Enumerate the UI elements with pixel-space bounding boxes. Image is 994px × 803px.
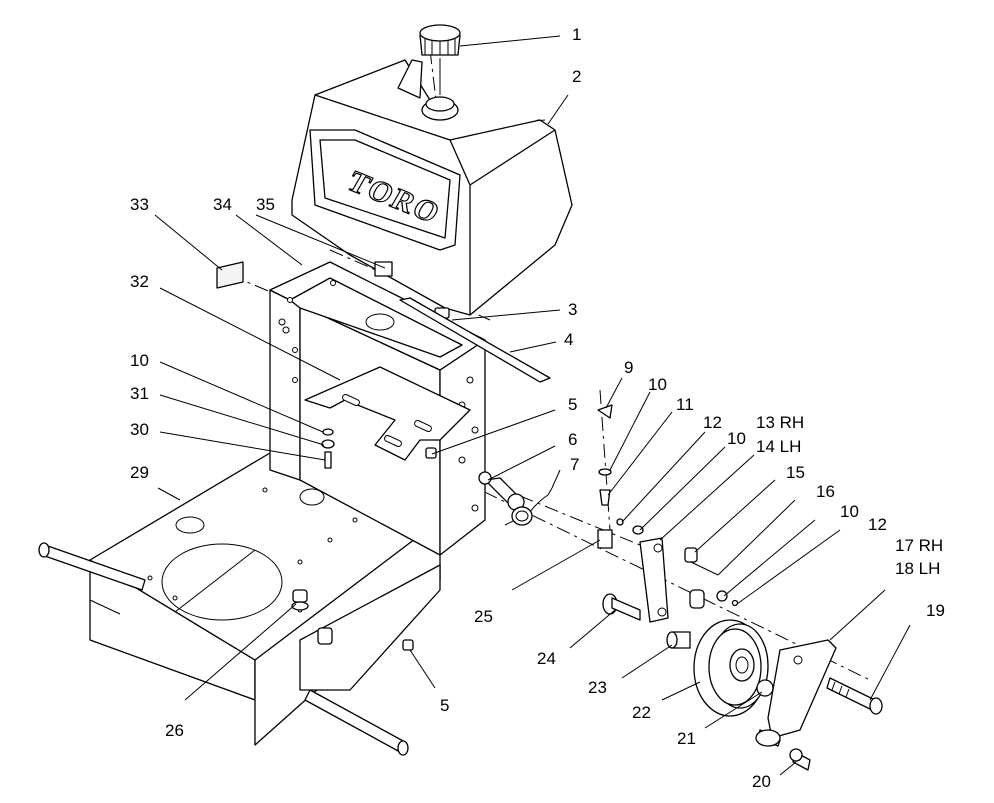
callout-25: 25 bbox=[474, 607, 493, 626]
fuel-tank: TORO bbox=[291, 59, 573, 319]
callout-19: 19 bbox=[926, 601, 945, 620]
callout-22: 22 bbox=[632, 703, 651, 722]
bolt-and-spacer bbox=[602, 593, 691, 649]
callout-5a: 5 bbox=[568, 395, 577, 414]
callout-7: 7 bbox=[570, 455, 579, 474]
fuel-line bbox=[399, 297, 551, 383]
spacer-and-spring bbox=[478, 471, 553, 526]
callout-1: 1 bbox=[572, 25, 581, 44]
callout-23: 23 bbox=[588, 678, 607, 697]
callout-12a: 12 bbox=[703, 413, 722, 432]
callout-34: 34 bbox=[213, 195, 232, 214]
callout-15: 15 bbox=[786, 463, 805, 482]
callout-29: 29 bbox=[130, 463, 149, 482]
callout-16: 16 bbox=[816, 482, 835, 501]
callout-2: 2 bbox=[572, 67, 581, 86]
callout-30: 30 bbox=[130, 420, 149, 439]
callout-10b: 10 bbox=[727, 429, 746, 448]
mounting-plate bbox=[304, 366, 471, 461]
long-bolt bbox=[826, 677, 883, 715]
callout-6: 6 bbox=[568, 430, 577, 449]
callout-10d: 10 bbox=[130, 351, 149, 370]
callout-5b: 5 bbox=[440, 696, 449, 715]
callout-11: 11 bbox=[676, 395, 694, 414]
pulley bbox=[693, 619, 774, 717]
callout-35: 35 bbox=[256, 195, 275, 214]
callout-labels: 1 2 3 4 5 6 7 9 10 11 12 10 13 RH 14 LH … bbox=[130, 25, 945, 791]
callout-33: 33 bbox=[130, 195, 149, 214]
callout-3: 3 bbox=[568, 300, 577, 319]
callout-4: 4 bbox=[564, 330, 573, 349]
callout-20: 20 bbox=[752, 772, 771, 791]
callout-13: 13 RH bbox=[756, 413, 804, 432]
callout-31: 31 bbox=[130, 384, 149, 403]
callout-10a: 10 bbox=[648, 375, 667, 394]
callout-26: 26 bbox=[165, 721, 184, 740]
callout-24: 24 bbox=[537, 649, 556, 668]
callout-14: 14 LH bbox=[756, 437, 801, 456]
fuel-cap bbox=[419, 24, 461, 95]
idler-hardware bbox=[597, 404, 739, 623]
callout-17: 17 RH bbox=[895, 536, 943, 555]
leader-lines bbox=[154, 35, 911, 776]
pulley-bracket bbox=[755, 639, 837, 771]
decal bbox=[216, 261, 244, 289]
callout-9: 9 bbox=[624, 358, 633, 377]
callout-12b: 12 bbox=[868, 515, 887, 534]
console-housing bbox=[269, 261, 486, 556]
callout-18: 18 LH bbox=[895, 559, 940, 578]
callout-32: 32 bbox=[130, 272, 149, 291]
callout-10c: 10 bbox=[840, 502, 859, 521]
hardware-left bbox=[291, 428, 437, 651]
callout-21: 21 bbox=[677, 729, 696, 748]
